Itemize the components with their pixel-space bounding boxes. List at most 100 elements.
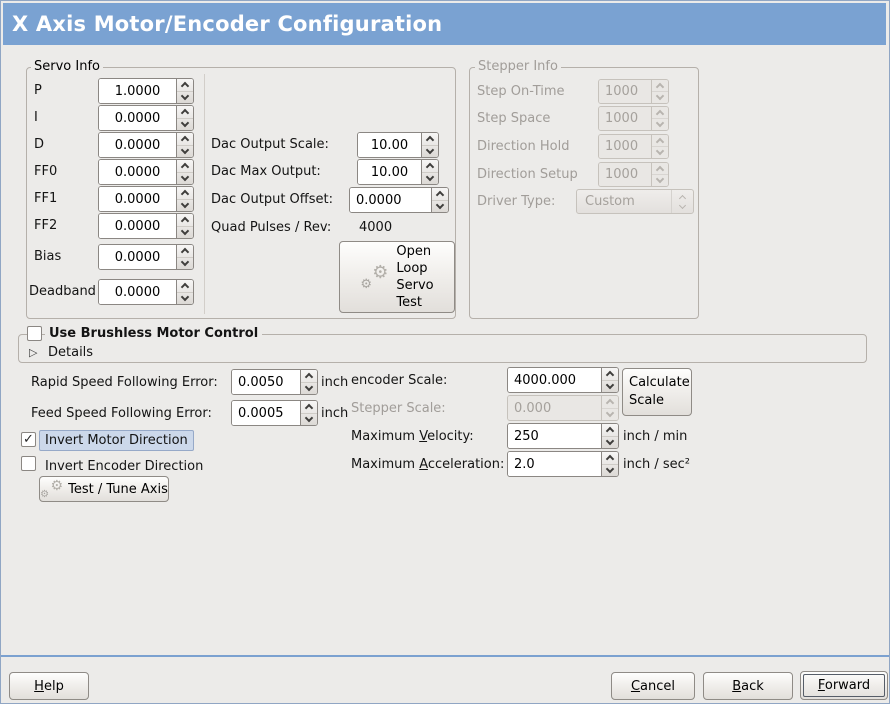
spin-up-button[interactable] [177, 187, 193, 200]
max-acceleration-entry[interactable]: 2.0 [508, 452, 601, 476]
bias-spinbox[interactable]: 0.0000 [98, 244, 194, 270]
spin-up-button[interactable] [602, 368, 618, 381]
spin-up-button[interactable] [602, 452, 618, 465]
i-spin-buttons[interactable] [176, 106, 193, 130]
max-velocity-spinbox[interactable]: 250 [507, 423, 619, 449]
spin-down-button[interactable] [177, 257, 193, 270]
ff1-spinbox-entry[interactable]: 0.0000 [99, 187, 176, 211]
max-velocity-entry[interactable]: 250 [508, 424, 601, 448]
invert-motor-direction-checkbox[interactable]: ✓ [21, 432, 36, 447]
max-acceleration-spinbox[interactable]: 2.0 [507, 451, 619, 477]
dac-output-offset-entry[interactable]: 0.0000 [350, 188, 431, 212]
dac-output-scale-spin-buttons[interactable] [421, 133, 438, 157]
encoder-scale-spin-buttons[interactable] [601, 368, 618, 392]
cancel-button[interactable]: Cancel [611, 672, 695, 700]
spin-down-button[interactable] [177, 292, 193, 305]
spin-down-button[interactable] [301, 413, 317, 426]
bias-spin-buttons[interactable] [176, 245, 193, 269]
max-velocity-spin-buttons[interactable] [601, 424, 618, 448]
ff2-spinbox[interactable]: 0.0000 [98, 213, 194, 239]
direction-hold-label: Direction Hold [477, 139, 570, 154]
feed-following-error-spinbox[interactable]: 0.0005 [231, 400, 318, 426]
spin-down-button[interactable] [177, 199, 193, 212]
rapid-following-error-spin-buttons[interactable] [300, 370, 317, 394]
spin-down-button[interactable] [301, 382, 317, 395]
spin-up-button[interactable] [177, 133, 193, 146]
deadband-spinbox-entry[interactable]: 0.0000 [99, 280, 176, 304]
invert-motor-direction-label[interactable]: Invert Motor Direction [39, 430, 194, 451]
encoder-scale-entry[interactable]: 4000.000 [508, 368, 601, 392]
spin-up-button[interactable] [177, 280, 193, 293]
spin-up-button[interactable] [177, 245, 193, 258]
spin-up-button[interactable] [422, 133, 438, 146]
open-loop-servo-test-button[interactable]: ⚙⚙ Open Loop Servo Test [339, 241, 455, 313]
p-spin-buttons[interactable] [176, 79, 193, 103]
spin-down-button[interactable] [602, 464, 618, 477]
d-spinbox-entry[interactable]: 0.0000 [99, 133, 176, 157]
spin-down-button[interactable] [177, 118, 193, 131]
dac-max-output-entry[interactable]: 10.00 [358, 160, 421, 184]
back-button[interactable]: Back [703, 672, 793, 700]
spin-up-button[interactable] [432, 188, 448, 201]
deadband-spinbox[interactable]: 0.0000 [98, 279, 194, 305]
p-spinbox[interactable]: 1.0000 [98, 78, 194, 104]
ff2-spinbox-entry[interactable]: 0.0000 [99, 214, 176, 238]
ff1-spinbox[interactable]: 0.0000 [98, 186, 194, 212]
i-spinbox[interactable]: 0.0000 [98, 105, 194, 131]
spin-down-button[interactable] [602, 436, 618, 449]
dac-max-output-spinbox[interactable]: 10.00 [357, 159, 439, 185]
bias-spinbox-entry[interactable]: 0.0000 [99, 245, 176, 269]
rapid-following-error-spinbox[interactable]: 0.0050 [231, 369, 318, 395]
dac-output-scale-entry[interactable]: 10.00 [358, 133, 421, 157]
use-brushless-checkbox[interactable] [27, 326, 42, 341]
ff0-spin-buttons[interactable] [176, 160, 193, 184]
dac-max-output-label: Dac Max Output: [211, 164, 321, 179]
chevron-down-icon [180, 199, 190, 208]
ff2-spin-buttons[interactable] [176, 214, 193, 238]
spin-up-button[interactable] [422, 160, 438, 173]
expander-triangle-icon[interactable]: ▷ [29, 346, 38, 359]
use-brushless-label[interactable]: Use Brushless Motor Control [45, 326, 263, 342]
spin-down-button[interactable] [422, 145, 438, 158]
d-spinbox[interactable]: 0.0000 [98, 132, 194, 158]
spin-down-button[interactable] [422, 172, 438, 185]
spin-up-button[interactable] [301, 401, 317, 414]
spin-up-button[interactable] [177, 79, 193, 92]
chevron-down-icon [180, 226, 190, 235]
dac-output-offset-spin-buttons[interactable] [431, 188, 448, 212]
p-spinbox-entry[interactable]: 1.0000 [99, 79, 176, 103]
spin-down-button[interactable] [602, 380, 618, 393]
feed-following-error-spin-buttons[interactable] [300, 401, 317, 425]
rapid-following-error-entry[interactable]: 0.0050 [232, 370, 300, 394]
test-tune-axis-button[interactable]: ⚙⚙ Test / Tune Axis [39, 476, 169, 502]
feed-following-error-entry[interactable]: 0.0005 [232, 401, 300, 425]
dac-output-scale-spinbox[interactable]: 10.00 [357, 132, 439, 158]
spin-up-button[interactable] [301, 370, 317, 383]
invert-encoder-direction-checkbox[interactable] [21, 456, 36, 471]
spin-up-button[interactable] [177, 160, 193, 173]
forward-button[interactable]: Forward [800, 671, 888, 700]
ff1-spin-buttons[interactable] [176, 187, 193, 211]
spin-up-button[interactable] [177, 214, 193, 227]
d-spin-buttons[interactable] [176, 133, 193, 157]
spin-down-button[interactable] [177, 145, 193, 158]
dac-output-offset-spinbox[interactable]: 0.0000 [349, 187, 449, 213]
details-expander[interactable]: Details [48, 345, 94, 360]
ff0-spinbox[interactable]: 0.0000 [98, 159, 194, 185]
spin-up-button[interactable] [177, 106, 193, 119]
spin-down-button[interactable] [177, 91, 193, 104]
ff0-spinbox-entry[interactable]: 0.0000 [99, 160, 176, 184]
help-button[interactable]: Help [9, 672, 89, 700]
dac-max-output-spin-buttons[interactable] [421, 160, 438, 184]
max-acceleration-spin-buttons[interactable] [601, 452, 618, 476]
spin-down-button[interactable] [177, 226, 193, 239]
spin-down-button[interactable] [177, 172, 193, 185]
deadband-spin-buttons[interactable] [176, 280, 193, 304]
spin-up-button[interactable] [602, 424, 618, 437]
invert-encoder-direction-label[interactable]: Invert Encoder Direction [45, 459, 204, 474]
spin-down-button[interactable] [432, 200, 448, 213]
encoder-scale-spinbox[interactable]: 4000.000 [507, 367, 619, 393]
calculate-scale-button[interactable]: Calculate Scale [622, 368, 692, 416]
i-spinbox-entry[interactable]: 0.0000 [99, 106, 176, 130]
chevron-down-icon [180, 257, 190, 266]
